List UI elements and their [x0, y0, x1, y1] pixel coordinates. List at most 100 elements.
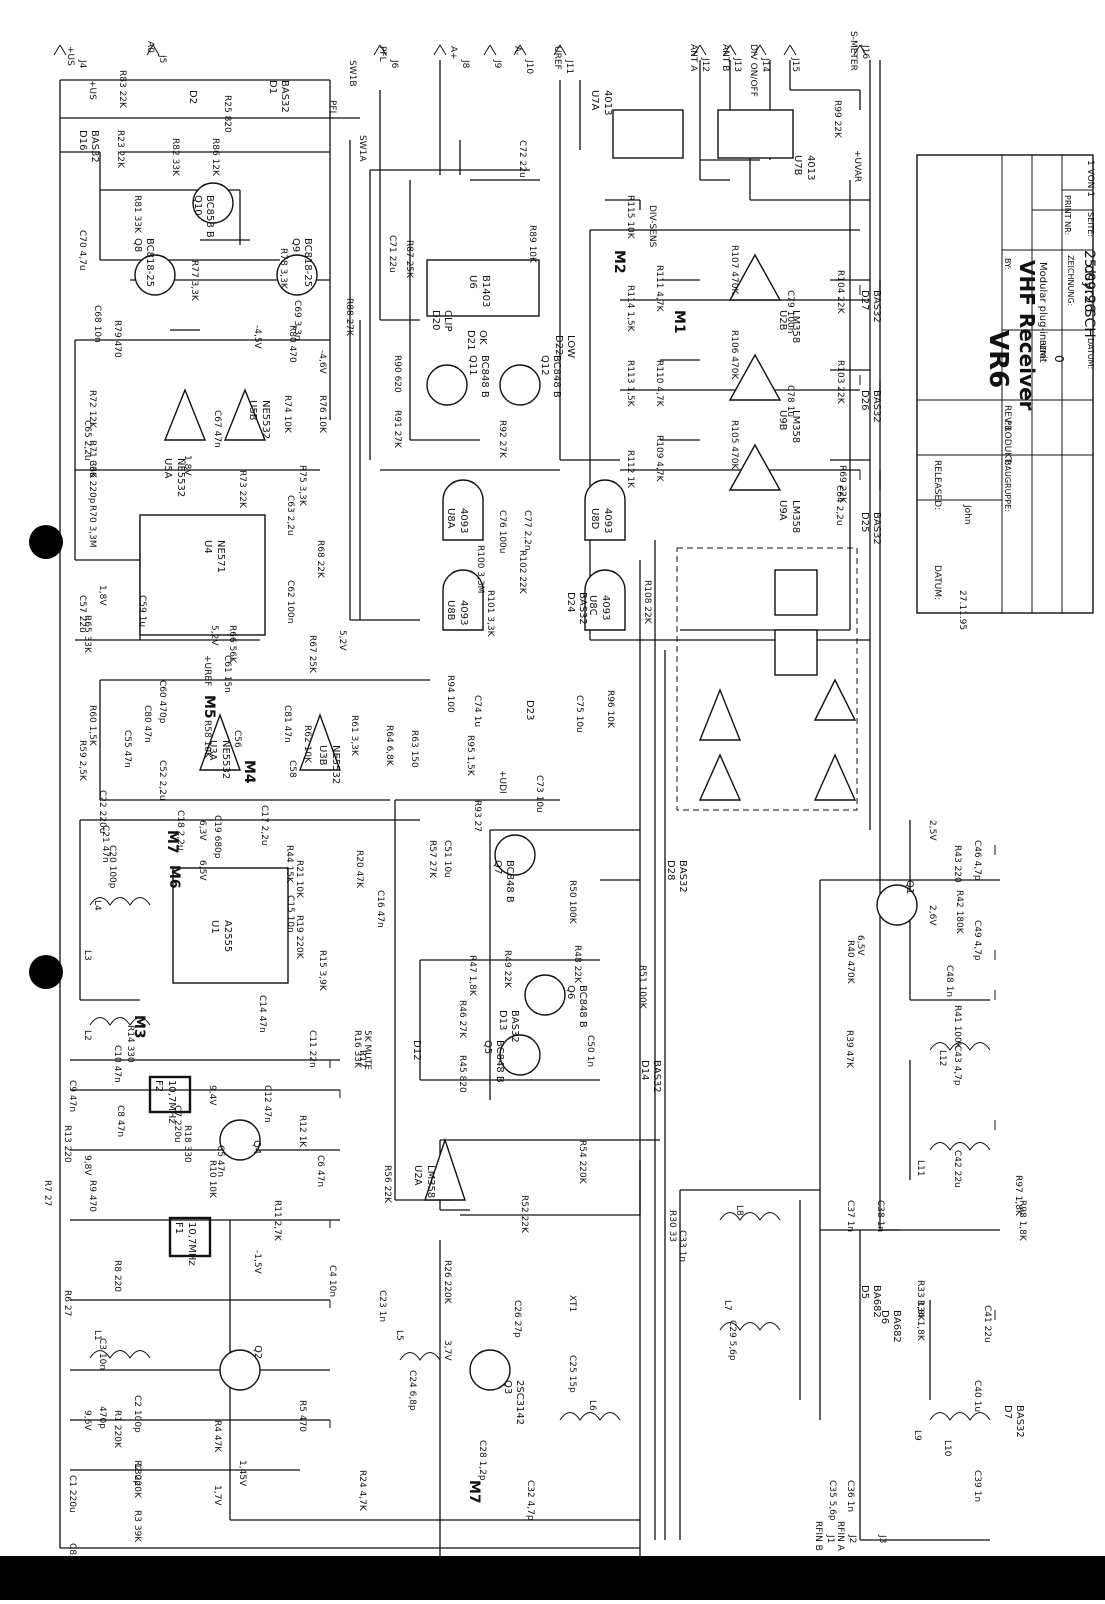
resistor-label-47: R60 1,5K	[87, 705, 97, 747]
ic-part-u7b: 4013	[805, 155, 816, 180]
connector-net-j4: +US	[65, 46, 75, 66]
ic-ref-u3a: U3A	[207, 740, 218, 761]
ic-part-f1: 10,7MHz	[186, 1222, 197, 1266]
ic-ref-u2b: U2B	[777, 310, 788, 331]
ic-part-u8b: 4093	[458, 600, 469, 625]
capacitor-label-6: C7 220u	[172, 1105, 182, 1143]
resistor-label-91: R106 470K	[729, 330, 739, 380]
net-label-v52a: 5,2V	[209, 625, 219, 646]
connector-ref-j6: J6	[389, 59, 399, 69]
resistor-label-43: R56 22K	[382, 1165, 392, 1204]
resistor-label-69: R82 33K	[170, 138, 180, 177]
inductor-l3: L3	[82, 950, 92, 961]
net-label-plus-udi: +UDI	[497, 770, 507, 794]
capacitor-label-44: C55 47n	[122, 730, 132, 768]
capacitor-label-68: C79 100n	[785, 290, 795, 333]
subtitle-text: Modular plug-in unit	[1037, 262, 1048, 363]
connector-ref-j1: J1	[825, 1534, 835, 1543]
net-label-pfl: PFL	[327, 100, 337, 116]
bem-value: 0	[1052, 355, 1066, 363]
inductor-l4: L4	[92, 900, 102, 911]
ground-symbols	[329, 285, 996, 1428]
connector-net-j11: UREF	[552, 46, 562, 70]
capacitor-label-58: C69 3,3n	[292, 300, 302, 341]
resistor-label-68: R81 33K	[132, 195, 142, 234]
resistor-label-57: R70 3,3M	[87, 505, 97, 548]
capacitor-label-28: C33 1n	[677, 1230, 687, 1262]
capacitor-label-35: C41 22u	[982, 1305, 992, 1343]
diode-ref-d28: D28	[665, 860, 676, 880]
connector-ref-j9: J9	[492, 59, 502, 69]
resistor-label-46: R59 2,5K	[77, 740, 87, 782]
ic-ref-u8a: U8A	[445, 508, 456, 529]
resistor-label-96: R111 4,7K	[654, 265, 664, 313]
ic-part-u9b: LM358	[790, 410, 801, 443]
transistor-part-q8: BC818-25	[144, 238, 155, 287]
capacitor-label-42: C51 10u	[442, 840, 452, 878]
resistor-label-58: R71 33K	[87, 440, 97, 479]
diode-part-d6: BA682	[891, 1310, 902, 1343]
capacitor-label-21: C23 1n	[377, 1290, 387, 1322]
ic-part-u2a: LM358	[425, 1165, 436, 1198]
ic-bodies	[139, 109, 818, 1258]
ic-part-u8a: 4093	[458, 508, 469, 533]
resistor-label-62: R75 3,3K	[297, 465, 307, 507]
title-block-frame	[916, 154, 1094, 614]
resistor-label-60: R73 22K	[237, 470, 247, 509]
diode-ref-d14: D14	[639, 1060, 650, 1080]
resistor-label-74: R89 10K	[527, 225, 537, 264]
resistor-label-6: R7 27	[42, 1180, 52, 1206]
connector-ref-j15: J15	[790, 57, 800, 72]
capacitor-label-20: C22 220u	[97, 790, 107, 833]
diode-part-d20: CLIP	[442, 310, 453, 332]
net-label-v63: 6,3V	[197, 820, 207, 841]
transistor-ref-q3: Q3	[502, 1380, 513, 1394]
diode-ref-d25: D25	[859, 512, 870, 532]
capacitor-label-56: C67 47n	[212, 410, 222, 448]
capacitor-label-30: C36 1n	[845, 1480, 855, 1512]
connector-net-j8: A+	[448, 46, 458, 60]
resistor-label-79: R94 100	[445, 675, 455, 713]
net-label-m7b: M7	[466, 1480, 482, 1504]
net-label-v46: -4,6V	[317, 350, 327, 375]
resistor-label-56: R69 22K	[837, 465, 847, 504]
resistor-label-13: R14 330	[125, 1025, 135, 1063]
transistor-ref-q9: Q9	[290, 238, 301, 252]
baugruppe-label: BAUGRUPPE:	[1003, 460, 1012, 512]
dashed-spare-block	[676, 547, 858, 811]
punch-hole-top	[29, 525, 63, 559]
connector-ref-j4: J4	[77, 59, 87, 69]
resistor-label-61: R74 10K	[282, 395, 292, 434]
diode-part-d27: BAS32	[871, 290, 882, 323]
net-label-v25: 2,5V	[927, 820, 937, 841]
ic-ref-u5a: U5A	[162, 458, 173, 479]
capacitor-label-70: C81 47n	[282, 705, 292, 743]
datum-value: 25.09.96	[1081, 250, 1097, 312]
zeichnung-label: ZEICHNUNG:	[1066, 255, 1075, 306]
capacitor-label-3: C4 10n	[327, 1265, 337, 1297]
diode-ref-d20: D20	[430, 310, 441, 330]
capacitor-label-34: C40 1u	[972, 1380, 982, 1412]
capacitor-label-47: C58	[287, 760, 297, 778]
capacitor-label-14: C16 47n	[375, 890, 385, 928]
resistor-label-8: R9 470	[87, 1180, 97, 1212]
resistor-label-34: R45 820	[457, 1055, 467, 1093]
resistor-label-41: R52 22K	[519, 1195, 529, 1234]
net-label-v45: -4,5V	[252, 325, 262, 350]
net-label-m2: M2	[611, 250, 627, 274]
resistor-label-73: R88 27K	[344, 298, 354, 337]
resistor-label-20: R21 10K	[294, 860, 304, 899]
resistor-label-12: R13 220	[62, 1125, 72, 1163]
ic-ref-u3b: U3B	[317, 745, 328, 766]
diode-part-d28: BAS32	[677, 860, 688, 893]
resistor-label-48: R61 3,3K	[349, 715, 359, 757]
net-label-v94: 9,4V	[207, 1085, 217, 1106]
resistor-label-39: R50 100K	[567, 880, 577, 925]
resistor-label-4: R5 470	[297, 1400, 307, 1432]
connector-ref-j14: J14	[760, 57, 770, 72]
capacitor-label-31: C37 1n	[845, 1200, 855, 1232]
net-label-m3: M3	[131, 1015, 147, 1039]
